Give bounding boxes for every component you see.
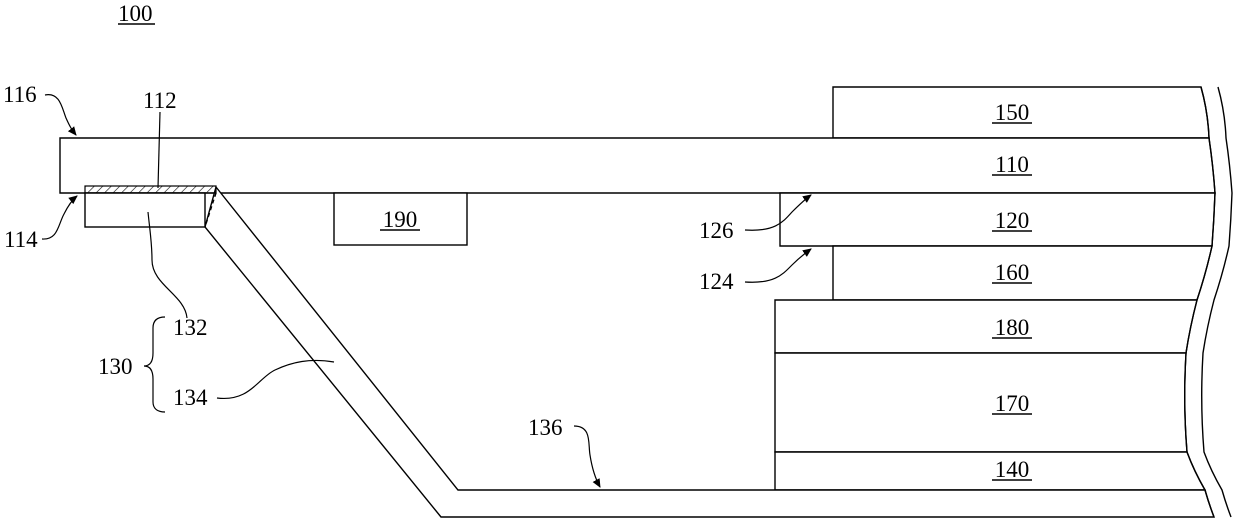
pad-132	[85, 193, 205, 227]
layer-170	[775, 353, 1187, 452]
callout-134: 134	[173, 385, 208, 410]
callout-112: 112	[143, 88, 177, 113]
label-170: 170	[995, 391, 1030, 416]
layer-110	[60, 138, 1215, 193]
label-160: 160	[995, 260, 1030, 285]
label-120: 120	[995, 208, 1030, 233]
callout-136: 136	[528, 415, 563, 440]
label-140: 140	[995, 457, 1030, 482]
callout-114: 114	[4, 227, 38, 252]
callout-124: 124	[699, 269, 734, 294]
bonding-layer-112	[85, 186, 216, 193]
leader-134	[217, 360, 334, 398]
label-180: 180	[995, 315, 1030, 340]
layer-180	[775, 300, 1197, 353]
leader-136	[574, 426, 600, 487]
callout-126: 126	[699, 218, 734, 243]
label-110: 110	[995, 152, 1029, 177]
leader-124	[745, 249, 811, 282]
leader-116	[45, 95, 76, 135]
layer-140	[775, 452, 1205, 490]
leader-132	[148, 212, 187, 318]
callout-132: 132	[173, 315, 208, 340]
leader-114	[42, 196, 77, 239]
figure-label: 100	[118, 1, 153, 26]
callout-130: 130	[98, 354, 133, 379]
brace-130	[144, 317, 165, 412]
callout-116: 116	[3, 82, 37, 107]
label-190: 190	[383, 207, 418, 232]
label-150: 150	[995, 100, 1030, 125]
